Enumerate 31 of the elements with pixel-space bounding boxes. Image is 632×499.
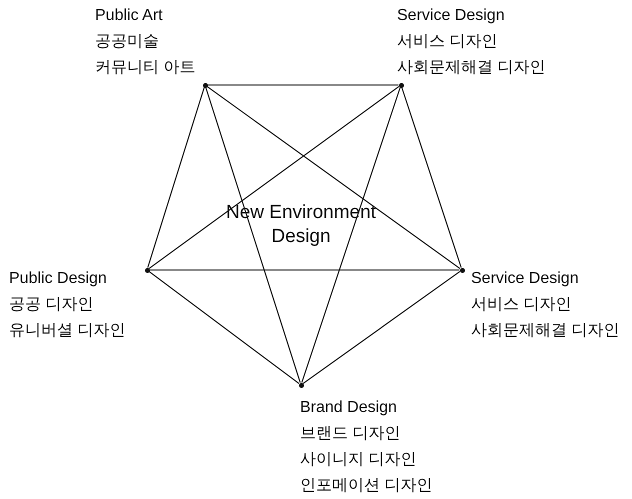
vertex-dot — [398, 82, 404, 88]
vertex-subtitle: 서비스 디자인 — [397, 32, 498, 52]
connecting-line — [150, 269, 460, 271]
vertex-subtitle: 브랜드 디자인 — [300, 424, 400, 444]
vertex-subtitle: 공공미술 — [95, 32, 159, 52]
vertex-title: Service Design — [471, 269, 579, 289]
vertex-subtitle: 서비스 디자인 — [471, 295, 572, 315]
vertex-dot — [460, 268, 464, 272]
connecting-line — [206, 86, 460, 269]
vertex-dot — [202, 82, 208, 88]
vertex-subtitle: 인포메이션 디자인 — [300, 476, 432, 496]
vertex-title: Service Design — [397, 6, 505, 26]
vertex-title: Public Design — [9, 269, 107, 289]
vertex-subtitle: 사이니지 디자인 — [300, 450, 416, 470]
connecting-line — [148, 86, 400, 269]
connecting-line — [401, 87, 462, 268]
connecting-line — [148, 271, 300, 384]
vertex-dot — [144, 268, 150, 272]
connecting-line — [147, 87, 205, 268]
vertex-subtitle: 사회문제해결 디자인 — [471, 321, 620, 341]
connecting-line — [205, 87, 301, 383]
vertex-subtitle: 커뮤니티 아트 — [95, 58, 196, 78]
connecting-line — [302, 271, 460, 384]
vertex-subtitle: 사회문제해결 디자인 — [397, 58, 546, 78]
vertex-title: Brand Design — [300, 398, 397, 418]
vertex-subtitle: 공공 디자인 — [9, 295, 94, 315]
connecting-line — [208, 84, 398, 86]
vertex-title: Public Art — [95, 6, 163, 26]
vertex-subtitle: 유니버셜 디자인 — [9, 321, 126, 341]
connecting-line — [301, 87, 401, 383]
vertex-dot — [298, 382, 304, 388]
